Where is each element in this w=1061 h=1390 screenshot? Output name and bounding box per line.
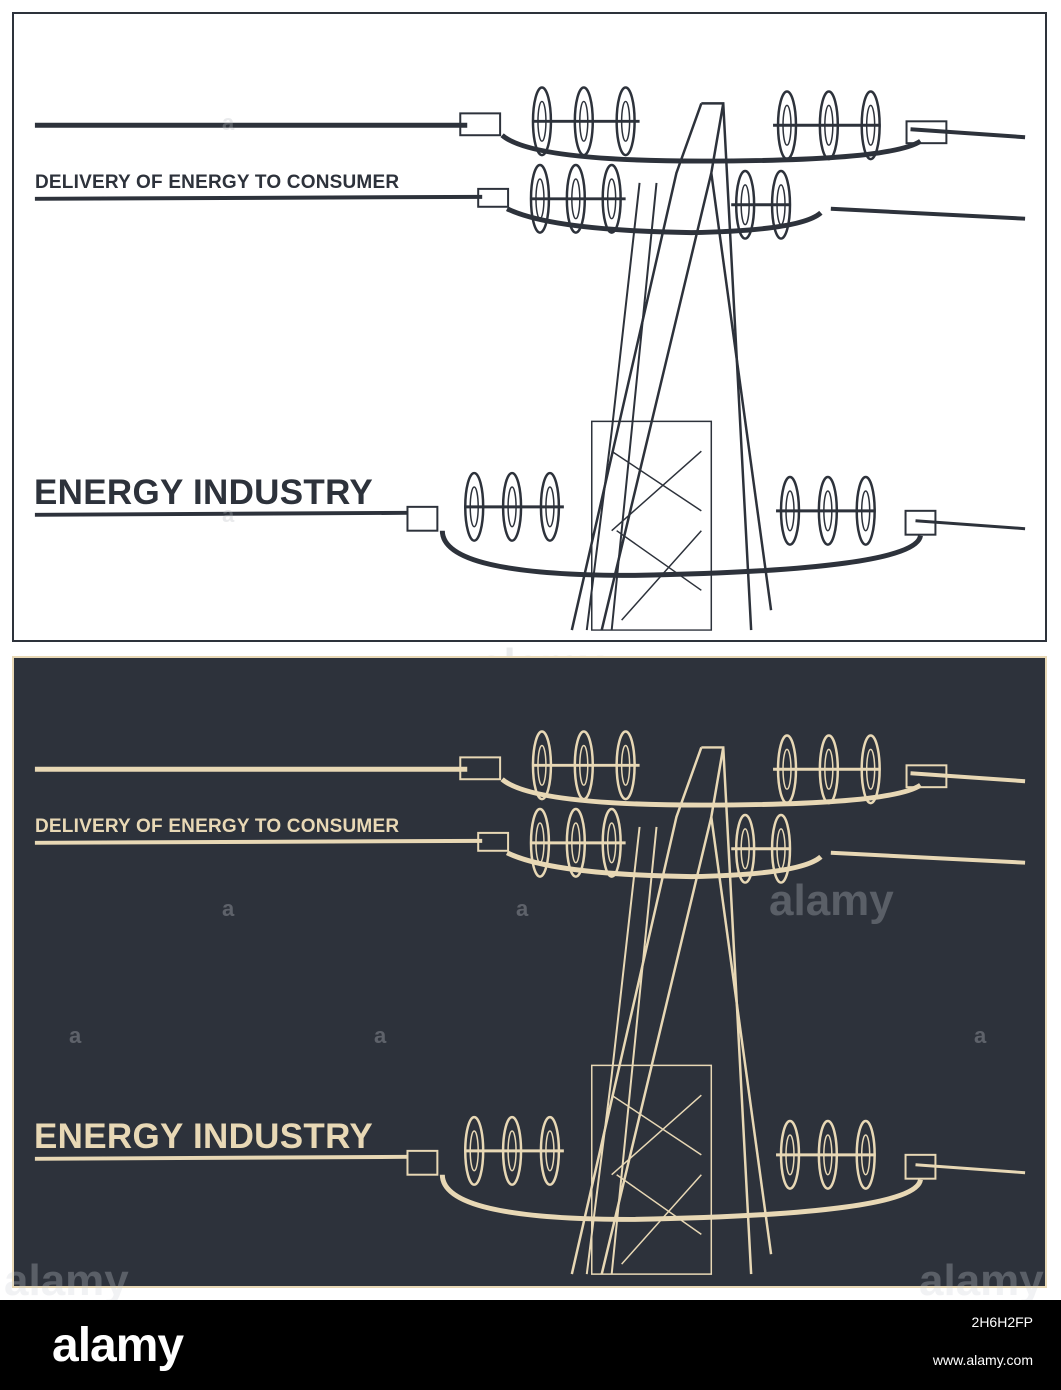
image-id: 2H6H2FP xyxy=(971,1314,1033,1330)
watermark-letter: a xyxy=(516,896,529,921)
jumper-loop xyxy=(439,1174,923,1222)
alamy-logo: alamy xyxy=(52,1319,184,1372)
power-line xyxy=(915,519,1026,531)
power-line xyxy=(915,1163,1026,1175)
tower-leg xyxy=(701,102,753,631)
power-line xyxy=(830,206,1026,221)
tower-leg xyxy=(710,172,773,611)
clamp xyxy=(905,120,948,145)
jumper-loop xyxy=(500,133,922,164)
footer-bar: alamy 2H6H2FP www.alamy.com xyxy=(0,1300,1061,1390)
dark-illustration-panel: DELIVERY OF ENERGY TO CONSUMER ENERGY IN… xyxy=(4,656,1047,1305)
jumper-loop xyxy=(505,206,823,236)
power-line xyxy=(34,838,483,845)
lattice-bracing xyxy=(611,1094,702,1265)
lattice-frame xyxy=(591,1064,713,1275)
clamp xyxy=(406,505,439,532)
watermark-letter: a xyxy=(69,1023,82,1048)
clamp xyxy=(904,509,937,536)
power-line xyxy=(830,850,1026,865)
lattice-bracing xyxy=(611,450,702,621)
tower-leg xyxy=(585,826,641,1275)
watermark-letter: a xyxy=(374,1023,387,1048)
clamp xyxy=(477,831,510,852)
caption-delivery: DELIVERY OF ENERGY TO CONSUMER xyxy=(35,172,400,193)
clamp xyxy=(406,1149,439,1176)
power-line xyxy=(34,1154,408,1161)
clamp xyxy=(459,756,502,781)
watermark-letter: a xyxy=(222,896,235,921)
clamp xyxy=(477,187,510,208)
watermark-letter: a xyxy=(974,1023,987,1048)
clamp xyxy=(904,1153,937,1180)
light-illustration-panel: DELIVERY OF ENERGY TO CONSUMER ENERGY IN… xyxy=(12,12,1047,689)
power-line xyxy=(34,194,483,201)
watermark-letter: a xyxy=(222,110,235,135)
power-line xyxy=(910,127,1026,140)
tower-leg xyxy=(610,182,658,631)
watermark: alamy xyxy=(919,1256,1044,1305)
power-line xyxy=(910,771,1026,784)
clamp xyxy=(459,112,502,137)
tower-leg xyxy=(701,746,753,1275)
watermark-letter: a xyxy=(222,502,235,527)
lattice-frame xyxy=(591,420,713,631)
caption-energy-industry: ENERGY INDUSTRY xyxy=(34,1117,373,1156)
jumper-loop xyxy=(439,530,923,578)
tower-leg xyxy=(585,182,641,631)
clamp xyxy=(905,764,948,789)
site-url: www.alamy.com xyxy=(932,1352,1033,1368)
watermark: alamy xyxy=(4,1256,129,1305)
caption-energy-industry: ENERGY INDUSTRY xyxy=(34,473,373,512)
tower-leg xyxy=(710,816,773,1255)
jumper-loop xyxy=(500,777,922,808)
power-line-drawing-light xyxy=(34,86,1026,631)
power-line xyxy=(34,510,408,517)
watermark: alamy xyxy=(769,876,894,925)
tower-leg xyxy=(610,826,658,1275)
power-line-drawing-dark xyxy=(34,730,1026,1275)
caption-delivery: DELIVERY OF ENERGY TO CONSUMER xyxy=(35,816,400,837)
jumper-loop xyxy=(505,850,823,880)
